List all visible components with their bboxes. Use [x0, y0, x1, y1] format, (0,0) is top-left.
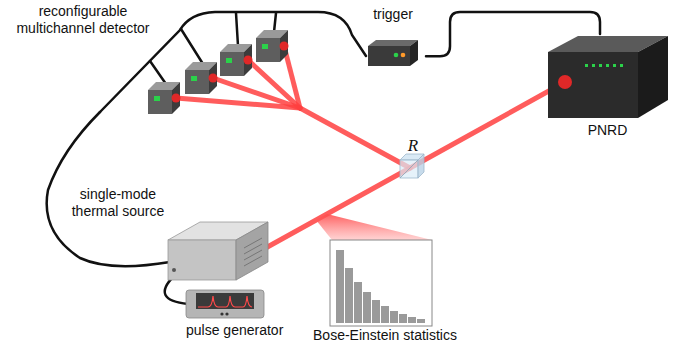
beam-splitter — [400, 154, 424, 178]
node-label: pulse generator — [180, 322, 300, 338]
histogram-box: Bose-Einstein statistics — [280, 238, 490, 345]
detector-label: reconfigurable multichannel detector — [8, 3, 158, 37]
pulse-generator-box: pulse generator — [180, 286, 300, 344]
inset-pointer — [316, 214, 432, 240]
trigger-cable — [426, 12, 600, 56]
cable — [47, 12, 366, 304]
detector — [148, 82, 181, 114]
node-label: PNRD — [545, 122, 670, 138]
thermal-source — [168, 222, 268, 280]
pnrd-box: PNRD — [545, 34, 670, 142]
trigger-device — [368, 40, 418, 66]
detector — [220, 44, 253, 76]
detector — [185, 62, 218, 94]
histogram-inset — [330, 240, 432, 326]
source-label: single-mode thermal source — [62, 186, 174, 220]
node-label: Bose-Einstein statistics — [280, 327, 490, 343]
trigger-box: trigger — [360, 4, 426, 70]
pulse-generator — [186, 290, 264, 318]
splitter-label: R — [403, 137, 423, 154]
laser-beam — [176, 46, 565, 250]
detector — [256, 30, 289, 62]
pnrd-device — [548, 36, 668, 118]
node-label: trigger — [360, 6, 426, 22]
